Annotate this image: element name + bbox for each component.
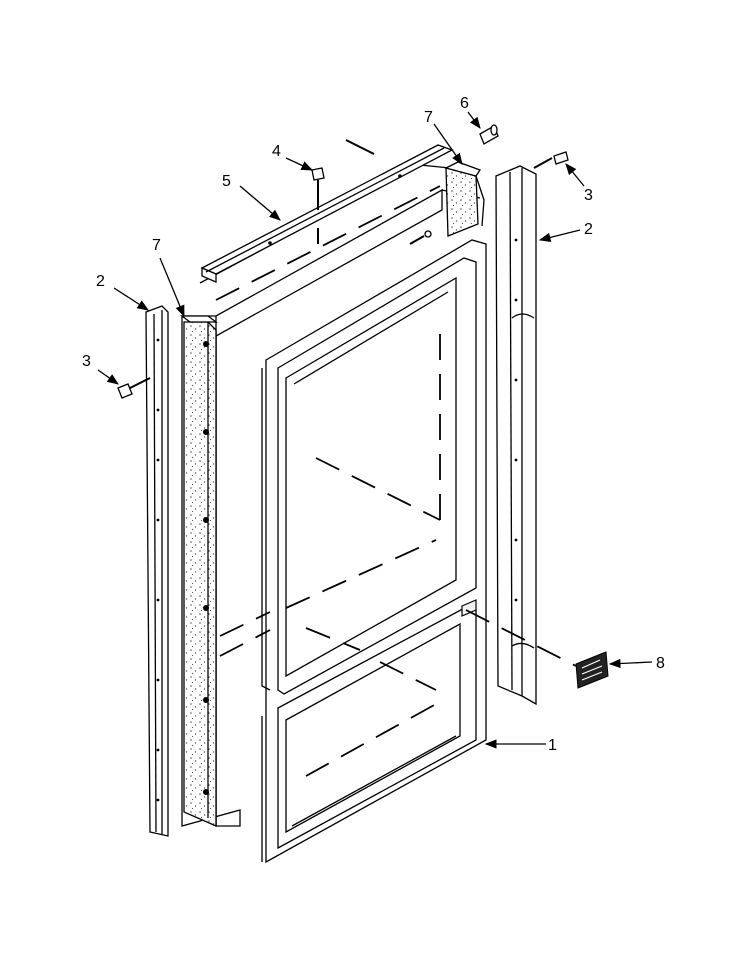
leader-lines bbox=[97, 111, 653, 749]
callout-3-left: 3 bbox=[82, 353, 91, 370]
top-trim-part-5 bbox=[200, 139, 454, 283]
callout-4: 4 bbox=[272, 143, 281, 160]
callout-6: 6 bbox=[460, 95, 469, 112]
small-screw bbox=[409, 230, 432, 245]
hidden-lines bbox=[215, 185, 441, 777]
side-trim-right-part-2 bbox=[495, 165, 537, 706]
callout-2-left: 2 bbox=[96, 273, 105, 290]
callout-5: 5 bbox=[222, 173, 231, 190]
pin-part-6 bbox=[479, 124, 499, 145]
side-trim-left-part-2 bbox=[145, 305, 169, 837]
callout-7-right: 7 bbox=[424, 109, 433, 126]
screw-left-part-3 bbox=[117, 377, 151, 399]
callout-7-left: 7 bbox=[152, 237, 161, 254]
callout-8: 8 bbox=[656, 655, 665, 672]
foam-strip-left-part-7 bbox=[180, 315, 218, 827]
screw-part-4 bbox=[311, 167, 325, 244]
badge-part-8 bbox=[461, 599, 609, 689]
screw-right-part-3 bbox=[533, 151, 569, 169]
callout-1: 1 bbox=[548, 737, 557, 754]
callout-2-right: 2 bbox=[584, 221, 593, 238]
foam-strip-right-part-7 bbox=[444, 161, 485, 237]
callout-3-right: 3 bbox=[584, 187, 593, 204]
